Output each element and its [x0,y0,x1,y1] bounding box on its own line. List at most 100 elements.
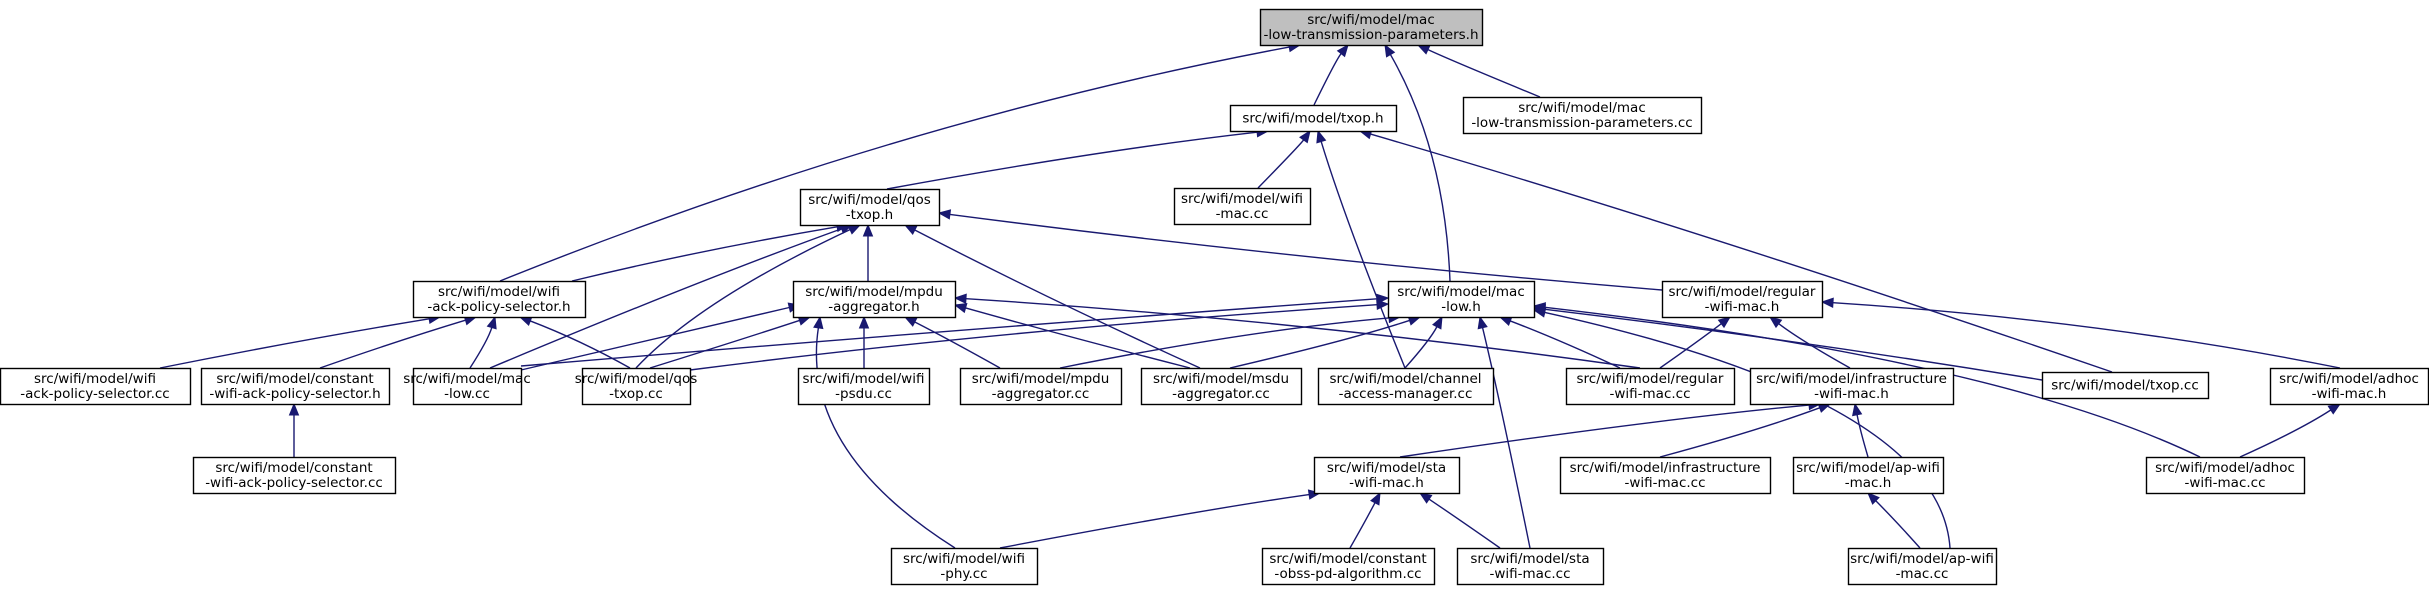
file-node-adhoc-cc[interactable]: src/wifi/model/adhoc-wifi-mac.cc [2145,456,2306,495]
file-node-adhoc-h[interactable]: src/wifi/model/adhoc-wifi-mac.h [2269,367,2429,406]
edge-line [1320,141,1406,369]
file-node-infra-cc[interactable]: src/wifi/model/infrastructure-wifi-mac.c… [1559,456,1772,495]
file-node-regular-cc[interactable]: src/wifi/model/regular-wifi-mac.cc [1565,367,1736,406]
node-label: -wifi-mac.cc [1624,475,1705,491]
dependency-edge [288,402,300,458]
edge-line [689,304,1378,371]
node-label: -aggregator.h [828,299,919,315]
file-node-const-aps-cc[interactable]: src/wifi/model/constant-wifi-ack-policy-… [192,456,397,495]
file-node-qos-txop-cc[interactable]: src/wifi/model/qos-txop.cc [575,367,698,406]
arrowhead [903,224,918,235]
node-box [581,367,692,406]
node-label: src/wifi/model/channel [1329,371,1481,387]
file-node-mac-low-cc[interactable]: src/wifi/model/mac-low.cc [403,367,531,406]
arrowhead [1384,43,1396,58]
node-box [2145,456,2306,495]
node-label: -txop.cc [609,386,663,402]
node-label: src/wifi/model/constant [216,371,373,387]
edge-line [571,226,838,282]
node-label: -txop.h [846,207,893,223]
file-node-sta-cc[interactable]: src/wifi/model/sta-wifi-mac.cc [1456,547,1605,586]
node-label: -obss-pd-algorithm.cc [1274,566,1421,582]
file-node-msdu-agg-cc[interactable]: src/wifi/model/msdu-aggregator.cc [1140,367,1303,406]
file-node-regular-h[interactable]: src/wifi/model/regular-wifi-mac.h [1661,280,1824,319]
edge-line [1389,54,1451,282]
arrowhead [2327,403,2342,415]
arrowhead [288,402,300,416]
edge-line [499,46,1290,282]
file-node-mpdu-agg-h[interactable]: src/wifi/model/mpdu-aggregator.h [792,280,957,319]
edge-line [1349,502,1376,549]
node-label: src/wifi/model/wifi [1181,191,1303,207]
edge-line [1659,407,1820,458]
node-box [1387,280,1536,319]
dependency-edge [1418,492,1501,549]
file-node-wifi-mac-cc[interactable]: src/wifi/model/wifi-mac.cc [1173,187,1312,226]
dependency-edge [1316,129,1406,369]
edge-line [635,229,851,369]
arrowhead [1820,297,1834,308]
node-label: src/wifi/model/qos [808,192,931,208]
file-node-wifi-phy-cc[interactable]: src/wifi/model/wifi-phy.cc [890,547,1039,586]
file-node-txop-cc[interactable]: src/wifi/model/txop.cc [2041,371,2210,400]
node-label: -psdu.cc [835,386,892,402]
edge-line [489,228,842,369]
node-label: -low.cc [444,386,490,402]
edge-line [1257,139,1305,189]
node-label: src/wifi/model/ap-wifi [1796,460,1940,476]
file-node-qos-txop-h[interactable]: src/wifi/model/qos-txop.h [799,188,941,227]
node-label: -low-transmission-parameters.h [1263,27,1478,43]
dependency-edge [953,293,1641,369]
edge-line [469,327,493,369]
dependency-edge [1059,312,1402,369]
node-label: -wifi-mac.cc [2184,475,2265,491]
file-node-root[interactable]: src/wifi/model/mac-low-transmission-para… [1259,8,1484,47]
file-node-cam-cc[interactable]: src/wifi/model/channel-access-manager.cc [1317,367,1495,406]
node-label: -wifi-mac.cc [1489,566,1570,582]
node-label: src/wifi/model/regular [1577,371,1724,387]
node-label: -ack-policy-selector.cc [20,386,169,402]
edge-line [159,318,430,369]
node-box [1229,104,1398,133]
file-node-ap-cc[interactable]: src/wifi/model/ap-wifi-mac.cc [1847,547,1998,586]
node-box [200,367,391,406]
arrowhead [937,209,952,220]
file-node-sta-h[interactable]: src/wifi/model/sta-wifi-mac.h [1313,456,1461,495]
edge-line [1404,326,1438,369]
file-node-obss-cc[interactable]: src/wifi/model/constant-obss-pd-algorith… [1261,547,1436,586]
file-node-ap-h[interactable]: src/wifi/model/ap-wifi-mac.h [1792,456,1945,495]
file-node-mac-low-h[interactable]: src/wifi/model/mac-low.h [1387,280,1536,319]
file-node-const-aps-h[interactable]: src/wifi/model/constant-wifi-ack-policy-… [200,367,391,406]
file-node-wifi-aps-h[interactable]: src/wifi/model/wifi-ack-policy-selector.… [412,280,587,319]
dependency-edge [469,315,497,369]
node-label: src/wifi/model/mac [1397,284,1525,300]
dependency-edge [1257,129,1311,189]
file-node-mltp-cc[interactable]: src/wifi/model/mac-low-transmission-para… [1462,96,1703,135]
arrowhead [1717,316,1732,329]
node-box [1317,367,1495,406]
file-node-txop-h[interactable]: src/wifi/model/txop.h [1229,104,1398,133]
dependency-edge [886,127,1270,190]
dependency-edge [649,315,812,369]
file-node-mpdu-agg-cc[interactable]: src/wifi/model/mpdu-aggregator.cc [959,367,1123,406]
node-label: src/wifi/model/wifi [803,371,925,387]
edge-line [520,298,1378,367]
arrowhead [1336,43,1349,58]
node-box [1140,367,1303,406]
file-node-infra-h[interactable]: src/wifi/model/infrastructure-wifi-mac.h [1749,367,1955,406]
node-label: src/wifi/model/adhoc [2155,460,2295,476]
dependency-edge [1404,315,1443,369]
file-node-wifi-aps-cc[interactable]: src/wifi/model/wifi-ack-policy-selector.… [0,367,192,406]
node-box [1259,8,1484,47]
edge-line [530,320,631,369]
edge-line [1875,500,1921,549]
dependency-edge [2239,403,2342,458]
arrowhead [1316,129,1327,144]
dependency-edge [499,41,1302,282]
node-box [1565,367,1736,406]
file-node-psdu-cc[interactable]: src/wifi/model/wifi-psdu.cc [797,367,931,406]
edge-layer [159,41,2342,549]
dependency-edge [571,221,850,282]
dependency-edge [1768,316,1851,369]
